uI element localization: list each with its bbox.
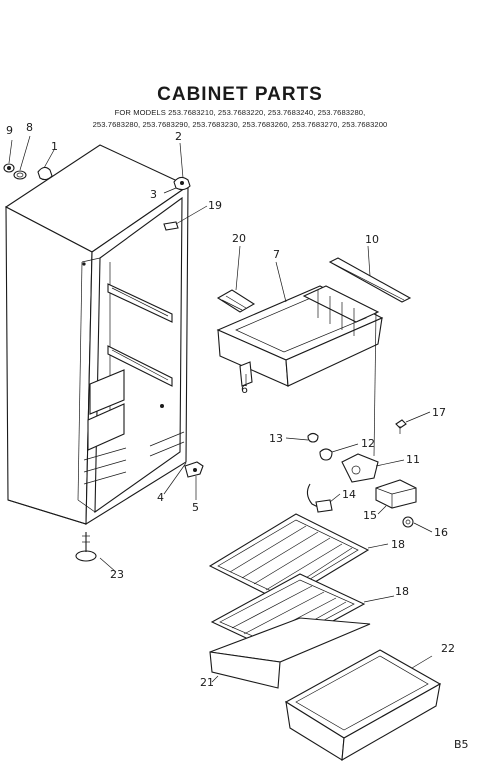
lower-hinge [163, 461, 204, 500]
callout-15: 15 [363, 509, 377, 522]
light-assembly [306, 479, 433, 533]
crisper-drawer [284, 649, 442, 762]
callout-20: 20 [232, 232, 246, 245]
models-line-1: FOR MODELS 253.7683210, 253.7683220, 253… [114, 108, 366, 117]
callout-12: 12 [361, 437, 375, 450]
shelf-rail [328, 245, 412, 303]
callout-1: 1 [51, 140, 58, 153]
ice-tray [216, 245, 256, 313]
callout-4: 4 [157, 491, 164, 504]
callout-23: 23 [110, 568, 124, 581]
models-line-2: 253.7683280, 253.7683290, 253.7683230, 2… [92, 120, 388, 129]
callout-2: 2 [175, 130, 182, 143]
callout-18b: 18 [395, 585, 409, 598]
control-parts [285, 311, 431, 483]
shelf-frame [209, 617, 371, 689]
leveling-leg [75, 532, 117, 573]
callout-16: 16 [434, 526, 448, 539]
top-left-hardware [3, 135, 55, 181]
callout-9: 9 [6, 124, 13, 137]
callout-labels: 1 2 3 4 5 6 7 8 9 10 11 12 13 14 15 16 1… [6, 121, 455, 689]
callout-13: 13 [269, 432, 283, 445]
callout-21: 21 [200, 676, 214, 689]
callout-7: 7 [273, 248, 280, 261]
callout-6: 6 [241, 383, 248, 396]
callout-3: 3 [150, 188, 157, 201]
callout-22: 22 [441, 642, 455, 655]
top-hinge [163, 142, 191, 194]
part-19-bracket [163, 205, 208, 231]
callout-18a: 18 [391, 538, 405, 551]
freezer-shelf-pan [216, 261, 384, 387]
callout-5: 5 [192, 501, 199, 514]
callout-10: 10 [365, 233, 379, 246]
page-code: B5 [454, 738, 469, 751]
diagram-title: CABINET PARTS [157, 84, 323, 105]
callout-8: 8 [26, 121, 33, 134]
cabinet-shell [4, 144, 190, 526]
callout-17: 17 [432, 406, 446, 419]
callout-11: 11 [406, 453, 420, 466]
callout-14: 14 [342, 488, 356, 501]
callout-19: 19 [208, 199, 222, 212]
